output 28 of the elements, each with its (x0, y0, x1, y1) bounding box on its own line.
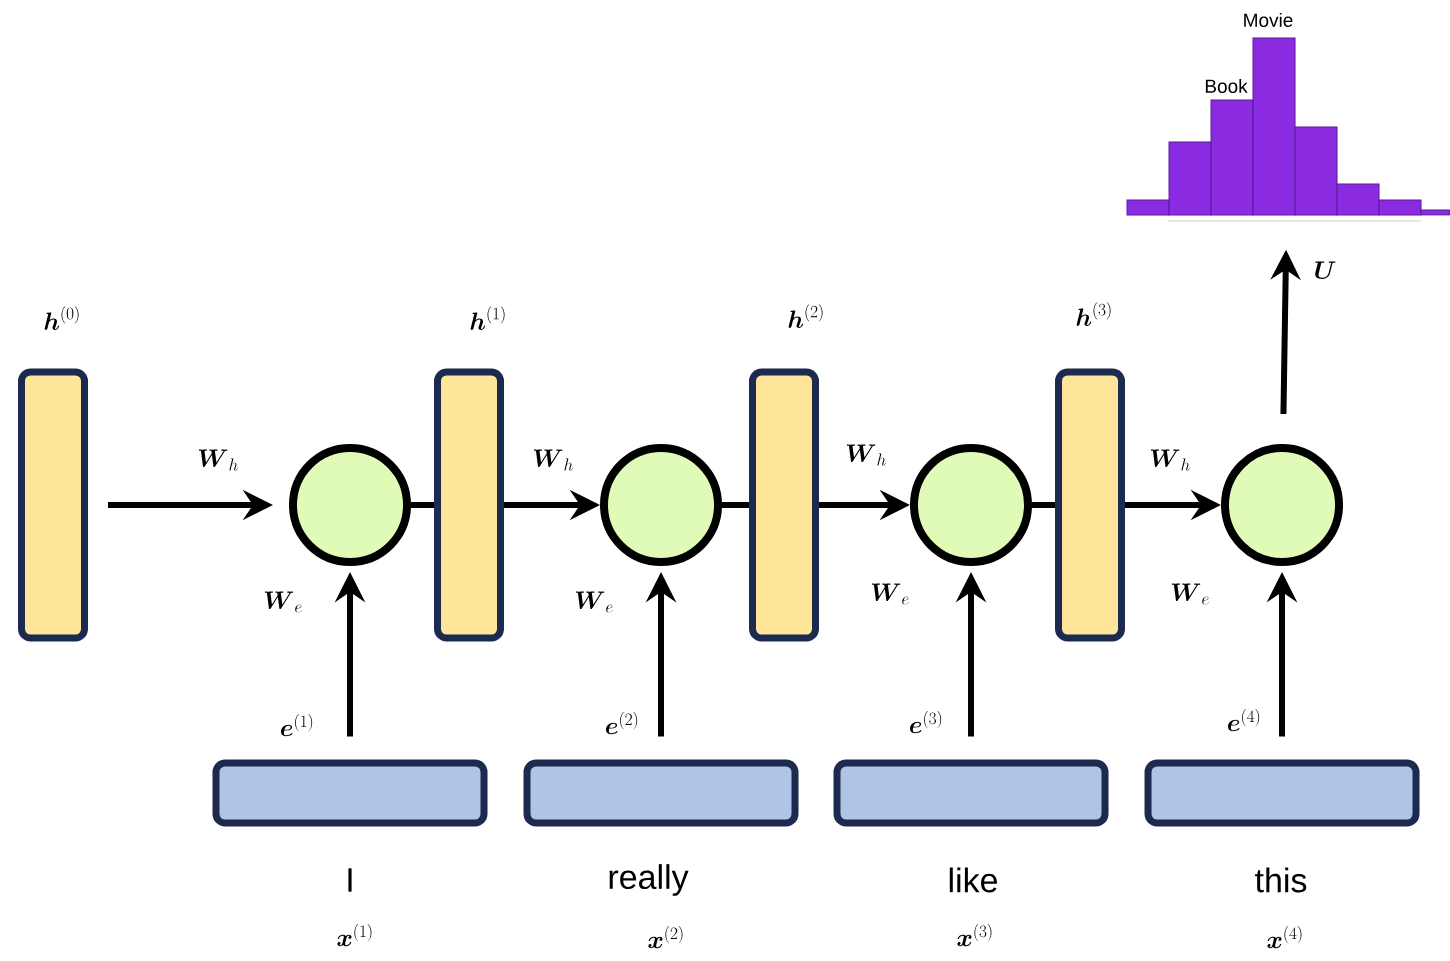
hidden-state-label: $\boldsymbol{h}^{(1)}$ (470, 306, 505, 330)
weight-label: $\boldsymbol{e}^{(4)}$ (1228, 709, 1260, 732)
input-word: really (609, 864, 689, 896)
bar-label: Movie (1244, 13, 1293, 27)
weight-label: $\boldsymbol{e}^{(1)}$ (281, 714, 313, 737)
weight-label: $\boldsymbol{e}^{(3)}$ (910, 711, 942, 734)
weight-label: $\boldsymbol{W}_h$ (198, 449, 238, 471)
weight-label: $\boldsymbol{e}^{(2)}$ (606, 712, 638, 735)
bar-label: Book (1205, 79, 1248, 93)
rnn-cell-circle (1221, 444, 1343, 566)
weight-label: $\boldsymbol{W}_h$ (533, 449, 573, 471)
hidden-state-label: $\boldsymbol{h}^{(0)}$ (44, 306, 79, 330)
weight-label: $\boldsymbol{W}_h$ (1150, 449, 1190, 471)
hidden-state-label: $\boldsymbol{h}^{(2)}$ (788, 304, 823, 328)
weight-label: $\boldsymbol{x}^{(1)}$ (337, 924, 372, 947)
input-word: this (1255, 867, 1307, 893)
input-word: like (949, 867, 997, 893)
input-word: I (348, 868, 352, 892)
hidden-state-label: $\boldsymbol{h}^{(3)}$ (1076, 302, 1111, 326)
weight-label: $\boldsymbol{W}_e$ (1171, 583, 1209, 605)
rnn-cell-circle (289, 444, 411, 566)
rnn-cell-circle (600, 444, 722, 566)
rnn-cell-circle (910, 444, 1032, 566)
weight-label: $\boldsymbol{U}$ (1315, 261, 1336, 279)
weight-label: $\boldsymbol{x}^{(3)}$ (957, 924, 992, 947)
weight-label: $\boldsymbol{x}^{(2)}$ (648, 926, 683, 949)
weight-label: $\boldsymbol{x}^{(4)}$ (1267, 926, 1302, 949)
weight-label: $\boldsymbol{W}_h$ (846, 444, 886, 466)
